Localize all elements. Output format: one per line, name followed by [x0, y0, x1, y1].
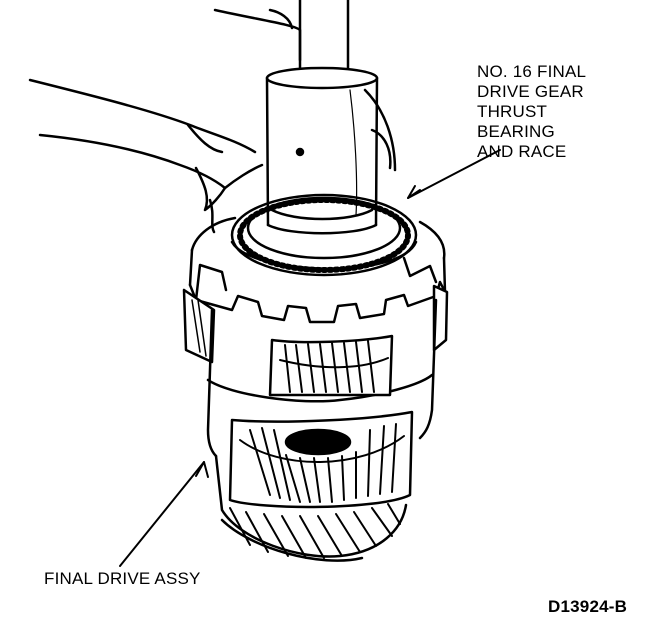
thrust-bearing-and-race — [230, 193, 418, 277]
hands — [28, 8, 397, 234]
bevel-gear-teeth — [239, 423, 405, 503]
bearing-label-line: NO. 16 FINAL — [477, 62, 587, 81]
bearing-label-line: THRUST — [477, 102, 548, 121]
bearing-label-line: AND RACE — [477, 142, 567, 161]
final-drive-ring-gear — [214, 454, 408, 562]
pinion-gear-teeth — [279, 340, 389, 393]
final-drive-assembly-label: FINAL DRIVE ASSY — [44, 569, 201, 588]
bearing-label-line: DRIVE GEAR — [477, 82, 584, 101]
figure-code: D13924-B — [548, 597, 628, 616]
side-gear-bore — [284, 428, 352, 456]
bearing-callout-label: NO. 16 FINAL DRIVE GEAR THRUST BEARING A… — [477, 62, 657, 162]
bearing-label-line: BEARING — [477, 122, 555, 141]
differential-case — [182, 216, 449, 509]
leader-lines — [119, 149, 501, 567]
